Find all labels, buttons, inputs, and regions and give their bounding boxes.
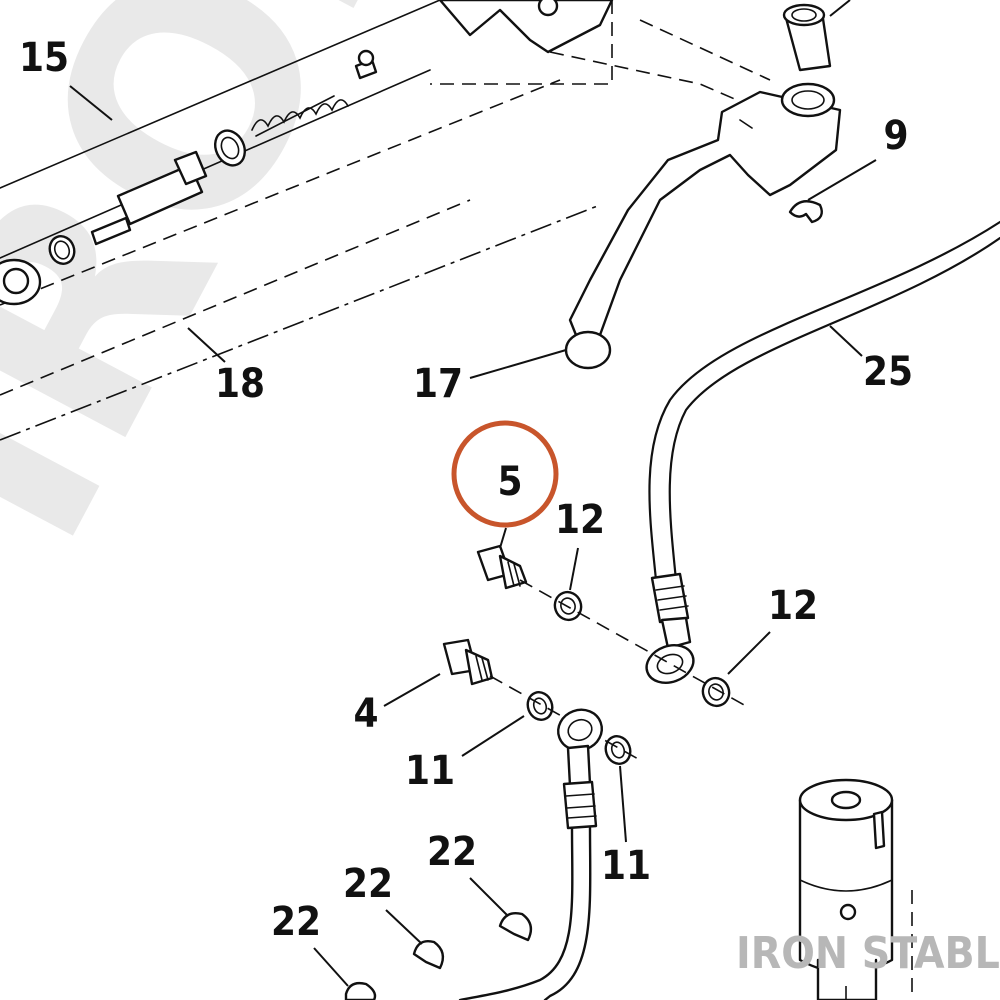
callout-11-left: 11 [405,748,455,794]
axis-line-lower [489,675,641,761]
clutch-lever [564,82,842,370]
hose-clip-a [498,912,533,942]
hose-clip-b [412,940,445,970]
perch-clamp [430,0,771,111]
callout-9: 9 [883,113,908,159]
callout-11-right: 11 [601,843,651,889]
callout-15: 15 [19,35,69,81]
piston-assembly [0,49,378,306]
banjo-bolt-lower [442,638,494,686]
circlip [788,159,877,224]
callout-18: 18 [215,361,265,407]
banjo-bolt-upper [476,544,528,590]
callout-12-upper: 12 [555,497,605,543]
washer-12-lower [701,676,731,708]
washer-11-left [526,691,554,721]
callout-25: 25 [863,349,913,395]
hose-clip-c [344,981,377,1000]
callout-12-lower: 12 [768,583,818,629]
callout-4: 4 [353,691,378,737]
callout-5: 5 [497,459,522,505]
lower-hydraulic-hose [458,708,603,1000]
washer-11-right [604,735,632,765]
master-cylinder-body [0,0,601,441]
brand-logo-text: IRON STABLE [736,928,1000,979]
clutch-cable-hose [645,220,1000,685]
callout-22-b: 22 [343,861,393,907]
leader-lines [69,85,863,987]
callout-22-a: 22 [427,829,477,875]
highlight-circle [451,420,559,528]
callout-22-c: 22 [271,899,321,945]
pivot-bushing [782,0,851,72]
slave-cylinder [798,778,913,1000]
callout-17: 17 [413,361,463,407]
